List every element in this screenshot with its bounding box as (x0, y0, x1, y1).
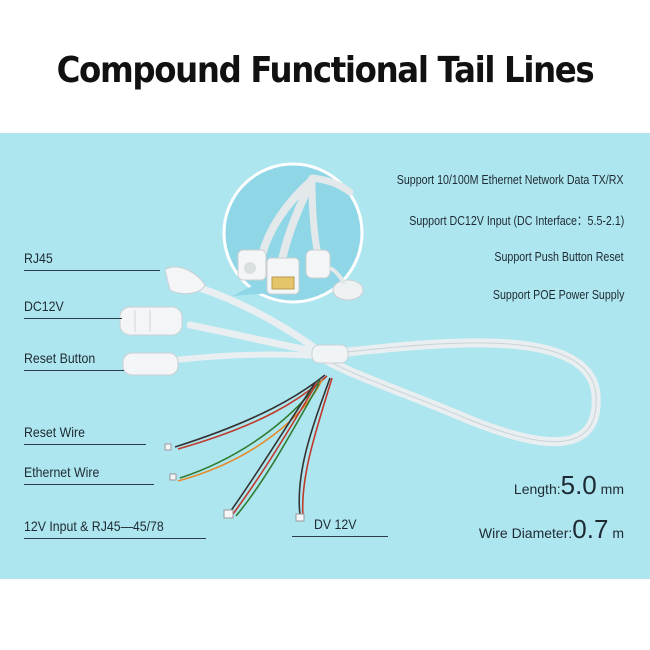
label-rj45: RJ45 (24, 250, 53, 266)
reset-button-connector (122, 352, 179, 376)
label-input-wire: 12V Input & RJ45—45/78 (24, 518, 164, 534)
dc12v-connector (119, 306, 183, 336)
label-ethernet-wire: Ethernet Wire (24, 464, 100, 480)
page-title: Compound Functional Tail Lines (56, 50, 595, 91)
spec-diameter: Wire Diameter:0.7 m (479, 514, 624, 545)
underline-input-wire (24, 538, 206, 539)
spec-length-value: 5.0 (560, 470, 597, 500)
rj45-connector (164, 266, 206, 295)
spec-length-label: Length: (513, 481, 561, 497)
spec-diameter-value: 0.7 (572, 514, 609, 544)
dc12v-branch (186, 321, 322, 356)
colored-wires (174, 374, 333, 518)
feature-poe: Support POE Power Supply (492, 287, 624, 302)
spec-diameter-unit: m (608, 525, 624, 541)
spec-length: Length:5.0 mm (514, 470, 624, 501)
spec-diameter-label: Wire Diameter: (478, 525, 573, 541)
underline-reset-wire (24, 444, 146, 445)
underline-ethernet-wire (24, 484, 154, 485)
feature-dc-input: Support DC12V Input (DC Interface：5.5-2.… (408, 213, 624, 228)
label-dc12v: DC12V (24, 298, 64, 314)
feature-ethernet: Support 10/100M Ethernet Network Data TX… (397, 172, 624, 187)
underline-reset-button (24, 370, 124, 371)
underline-rj45 (24, 270, 160, 271)
spec-length-unit: mm (596, 481, 624, 497)
feature-reset: Support Push Button Reset (494, 249, 624, 264)
label-dv12v: DV 12V (314, 516, 357, 532)
rj45-branch (196, 284, 322, 354)
connector-zoom-bubble (222, 162, 364, 304)
main-cable (313, 338, 601, 447)
underline-dc12v (24, 318, 122, 319)
label-reset-wire: Reset Wire (24, 424, 85, 440)
reset-branch (172, 351, 321, 363)
label-reset-button: Reset Button (24, 350, 96, 366)
underline-dv12v (292, 536, 388, 537)
